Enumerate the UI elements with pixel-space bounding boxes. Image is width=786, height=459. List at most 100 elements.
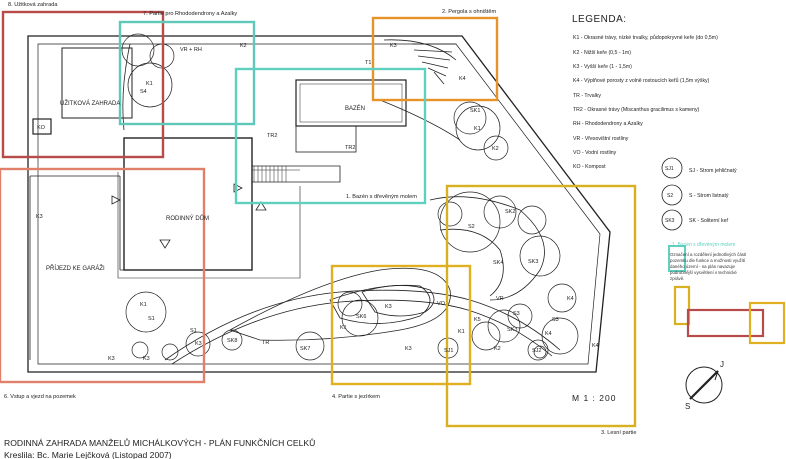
- label-s3-b: S3: [552, 317, 559, 323]
- label-k3-pergola: K3: [390, 43, 397, 49]
- scale-label: M 1 : 200: [572, 393, 617, 403]
- legend-item-ko: KO - Kompost: [573, 164, 606, 170]
- label-k2-right: K2: [492, 146, 499, 152]
- label-k3-pond-b: K3: [405, 346, 412, 352]
- label-compost: KO: [37, 125, 46, 131]
- zone-label-vstup: 6. Vstup a vjezd na pozemek: [4, 394, 76, 400]
- pool: [295, 79, 407, 127]
- label-k3-drive: K3: [108, 356, 115, 362]
- label-k4-c: K4: [592, 343, 599, 349]
- functional-zones: [0, 10, 637, 428]
- legend-symbol-labels: SJ1 S2 SK3: [665, 166, 675, 224]
- legend-symbol-sk-text: SK - Soliterní keř: [689, 218, 729, 224]
- legend-item-k3: K3 - Vyšší keře (1 - 1,5m): [573, 64, 632, 70]
- legend-item-k2: K2 - Nižší keře (0,5 - 1m): [573, 50, 631, 56]
- zone-label-uzitkova: 8. Užitková zahrada: [8, 2, 58, 8]
- plot-boundary: [27, 35, 611, 373]
- zone-color-key: [673, 285, 786, 345]
- deck: [295, 125, 357, 153]
- legend-item-k4: K4 - Výplňové porosty z volně rostoucích…: [573, 78, 710, 84]
- terrace: [252, 165, 341, 183]
- label-uzitkova-zahrada: UŽITKOVÁ ZAHRADA: [60, 99, 120, 107]
- zone-rhododendrony-rect: [118, 20, 256, 126]
- label-vr-rh: VR + RH: [180, 47, 202, 53]
- label-k3-left: K3: [36, 214, 43, 220]
- zone-vstup-rect: [0, 167, 206, 384]
- zone-label-rhododendrony: 7. Partie pro Rhododendrony a Azalky: [143, 11, 237, 17]
- compass-north-label: J: [720, 360, 724, 369]
- zone-label-pergola: 2. Pergola s ohništěm: [442, 9, 496, 15]
- legend-zone-example-label: 1. Bazén s dřevěným molem: [672, 242, 736, 248]
- legend-symbol-sk3: SK3: [665, 218, 675, 224]
- label-sk3-b: SK3: [507, 327, 517, 333]
- label-sk7: SK7: [300, 346, 310, 352]
- legend-item-tr: TR - Trvalky: [573, 93, 601, 99]
- label-k1-top: K1: [146, 81, 153, 87]
- label-s2: S2: [468, 224, 475, 230]
- label-sk2: SK2: [505, 209, 515, 215]
- label-driveway: PŘÍJEZD KE GARÁŽI: [46, 264, 105, 272]
- legend-item-vo: VO - Vodní rostliny: [573, 150, 617, 156]
- label-k1-right: K1: [474, 126, 481, 132]
- label-k1-c: K1: [458, 329, 465, 335]
- label-sj1: SJ1: [444, 348, 453, 354]
- label-k1-drive: K1: [140, 302, 147, 308]
- label-k4-pergola: K4: [459, 76, 466, 82]
- label-k5: K5: [474, 317, 481, 323]
- legend-zone-note: Označení a rozdělení jednotlivých částí …: [670, 252, 747, 281]
- label-sk6: SK6: [356, 314, 366, 320]
- plan-labels: UŽITKOVÁ ZAHRADA KO BAZÉN RODINNÝ DŮM PŘ…: [36, 43, 599, 362]
- label-s1-drive: S1: [148, 316, 155, 322]
- steps: [252, 166, 300, 182]
- compost-box: [32, 118, 52, 135]
- label-sk3-right: SK3: [528, 259, 538, 265]
- plan-title: RODINNÁ ZAHRADA MANŽELŮ MICHÁLKOVÝCH - P…: [4, 438, 316, 448]
- legend-symbol-s-text: S - Strom listnatý: [689, 193, 729, 199]
- label-k3-drive-b: K3: [143, 356, 150, 362]
- house-outer-path: [117, 172, 301, 279]
- compass-south-label: S: [685, 402, 690, 411]
- label-vr: VR: [496, 296, 504, 302]
- label-tr2-left: TR2: [267, 133, 277, 139]
- label-pool: BAZÉN: [345, 105, 365, 112]
- pergola-stairs: [412, 43, 456, 85]
- zone-labels: 8. Užitková zahrada 7. Partie pro Rhodod…: [4, 2, 636, 436]
- legend-item-k1: K1 - Okrasné trávy, nízké trvalky, půdop…: [573, 35, 718, 41]
- legend-item-rh: RH - Rhododendrony a Azalky: [573, 121, 643, 127]
- label-t1: T1: [365, 60, 371, 66]
- plan-author: Kreslila: Bc. Marie Lejčková (Listopad 2…: [4, 450, 172, 459]
- zone-label-bazen: 1. Bazén s dřevěným molem: [346, 194, 417, 200]
- utility-garden-bed: [61, 47, 133, 119]
- zone-label-jezirko: 4. Partie s jezírkem: [332, 394, 380, 400]
- legend-symbols: [661, 157, 686, 272]
- label-s4: S4: [140, 89, 147, 95]
- label-sj2: SJ2: [532, 348, 541, 354]
- zone-lesni-rect: [445, 184, 637, 428]
- driveway-lines: [29, 175, 132, 360]
- legend-symbol-sj-text: SJ - Strom jehličnatý: [689, 168, 737, 174]
- label-k2-top: K2: [240, 43, 247, 49]
- label-sk4: SK4: [493, 260, 503, 266]
- structures: [29, 39, 457, 360]
- label-k2-c: K2: [494, 346, 501, 352]
- pool-inner: [299, 83, 403, 123]
- label-sk1: SK1: [470, 108, 480, 114]
- label-house: RODINNÝ DŮM: [166, 215, 209, 222]
- label-s1-b: S1: [190, 328, 197, 334]
- legend-symbol-s2: S2: [667, 193, 673, 199]
- vegetation: [121, 33, 579, 361]
- label-k4-a: K4: [567, 296, 574, 302]
- label-k3-b: K3: [195, 341, 202, 347]
- legend-title: LEGENDA:: [572, 14, 627, 25]
- legend-symbol-sj1: SJ1: [665, 166, 674, 172]
- entrance-markers: [111, 183, 267, 249]
- legend-item-tr2: TR2 - Okrasné trávy (Miscanthus gracilim…: [573, 107, 700, 113]
- zone-label-lesni: 3. Lesní partie: [601, 430, 636, 436]
- zone-jezirko-rect: [330, 264, 472, 386]
- label-k4-b: K4: [545, 331, 552, 337]
- label-k1-pond: K1: [340, 325, 347, 331]
- label-sk8: SK8: [227, 338, 237, 344]
- zone-pergola-rect: [371, 16, 499, 102]
